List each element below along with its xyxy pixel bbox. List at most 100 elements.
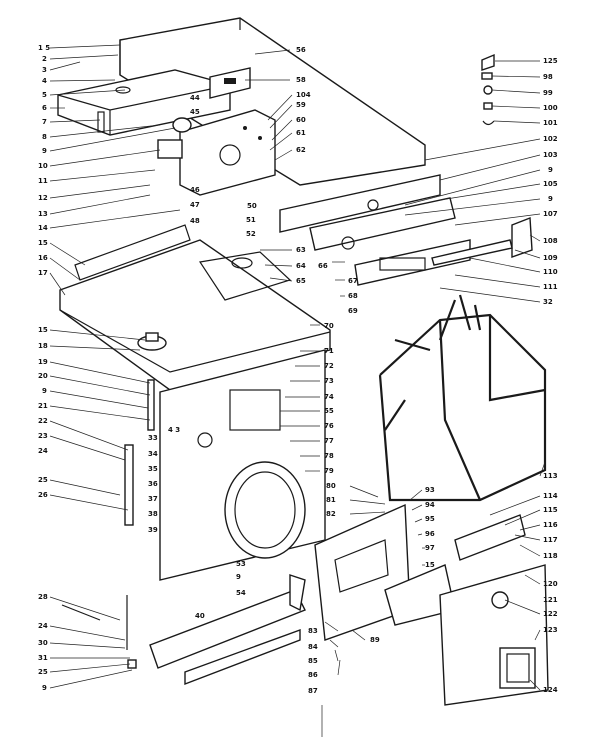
part-label: 24: [38, 447, 48, 455]
part-label: 33: [148, 434, 158, 442]
part-label: 94: [425, 501, 435, 509]
part-label: 32: [543, 298, 553, 306]
timer-motor: [157, 117, 192, 159]
part-label: 63: [296, 246, 306, 254]
part-label: 104: [296, 91, 311, 99]
part-label: 83: [308, 627, 318, 635]
part-label: 64: [296, 262, 306, 270]
labels-mid: 33 4 3 34 35 36 37 38 39 44 45 46 47 48 …: [148, 94, 318, 695]
part-label: 4: [42, 77, 47, 85]
part-label: 103: [543, 151, 558, 159]
wiring-harness: [378, 294, 547, 502]
part-label: 9: [548, 166, 553, 174]
part-label: 2: [42, 55, 47, 63]
leader-lines-right: [245, 49, 386, 676]
part-label: 55: [324, 407, 334, 415]
part-label: 37: [148, 495, 158, 503]
part-label: 25: [38, 476, 48, 484]
part-label: 9: [42, 684, 47, 692]
part-label: 70: [324, 322, 334, 330]
part-label: 25: [38, 668, 48, 676]
part-label: 9: [548, 195, 553, 203]
part-label: 80: [326, 482, 336, 490]
part-label: 19: [38, 358, 48, 366]
escutcheon: [209, 67, 251, 99]
part-label: 69: [348, 307, 358, 315]
part-label: 67: [348, 277, 358, 285]
part-label: 6: [42, 104, 47, 112]
part-label: 97: [425, 544, 435, 552]
part-label: 59: [296, 101, 306, 109]
part-label: 1 5: [38, 44, 50, 52]
part-label: 14: [38, 224, 48, 232]
part-label: 117: [543, 536, 558, 544]
part-label: 125: [543, 57, 558, 65]
part-label: 16: [38, 254, 48, 262]
part-label: 79: [324, 467, 334, 475]
part-label: 5: [42, 91, 47, 99]
part-label: 85: [308, 657, 318, 665]
part-label: 36: [148, 480, 158, 488]
part-label: 73: [324, 377, 334, 385]
part-label: 13: [38, 210, 48, 218]
top-deck: [59, 224, 331, 391]
part-label: 78: [324, 452, 334, 460]
part-label: 77: [324, 437, 334, 445]
part-label: 22: [38, 417, 48, 425]
part-label: 66: [318, 262, 328, 270]
part-label: 114: [543, 492, 558, 500]
part-label: 10: [38, 162, 48, 170]
front-panel: [159, 349, 326, 581]
part-label: 26: [38, 491, 48, 499]
part-label: 109: [543, 254, 558, 262]
part-label: 118: [543, 552, 558, 560]
part-label: 84: [308, 643, 318, 651]
labels-right: 56 58 104 59 60 61 62 63 64 65 66 67 68 …: [296, 46, 380, 679]
part-label: 9: [236, 573, 241, 581]
part-label: 48: [190, 217, 200, 225]
door-inner-assembly: [384, 514, 549, 706]
part-label: 54: [236, 589, 246, 597]
part-label: 58: [296, 76, 306, 84]
part-label: 89: [370, 636, 380, 644]
part-label: 93: [425, 486, 435, 494]
switch-bracket: [431, 217, 533, 266]
part-label: 60: [296, 116, 306, 124]
part-label: 45: [190, 108, 200, 116]
part-label: 82: [326, 510, 336, 518]
part-label: 99: [543, 89, 553, 97]
part-label: 21: [38, 402, 48, 410]
labels-left: 1 5 2 3 4 5 6 7 8 9 10 11 12 13 14 15 16…: [38, 44, 50, 692]
part-label: 100: [543, 104, 558, 112]
part-label: 95: [425, 515, 435, 523]
part-label: 116: [543, 521, 558, 529]
part-label: 124: [543, 686, 558, 694]
part-label: 44: [190, 94, 200, 102]
part-label: 28: [38, 593, 48, 601]
part-label: 4 3: [168, 426, 180, 434]
part-label: 113: [543, 472, 558, 480]
kick-panel: [149, 574, 306, 686]
part-label: 86: [308, 671, 318, 679]
part-label: 40: [195, 612, 205, 620]
part-label: 115: [543, 506, 558, 514]
part-label: 108: [543, 237, 558, 245]
part-label: 101: [543, 119, 558, 127]
part-label: 15: [425, 561, 435, 569]
part-label: 87: [308, 687, 318, 695]
console-panel: [279, 174, 471, 286]
part-label: 120: [543, 580, 558, 588]
hinge-strip: [124, 379, 155, 526]
part-label: 62: [296, 146, 306, 154]
part-label: 122: [543, 610, 558, 618]
part-label: 68: [348, 292, 358, 300]
part-label: 15: [38, 239, 48, 247]
part-label: 51: [246, 216, 256, 224]
part-label: 50: [247, 202, 257, 210]
part-label: 18: [38, 342, 48, 350]
part-label: 123: [543, 626, 558, 634]
part-label: 12: [38, 194, 48, 202]
part-label: 74: [324, 393, 334, 401]
part-label: 72: [324, 362, 334, 370]
